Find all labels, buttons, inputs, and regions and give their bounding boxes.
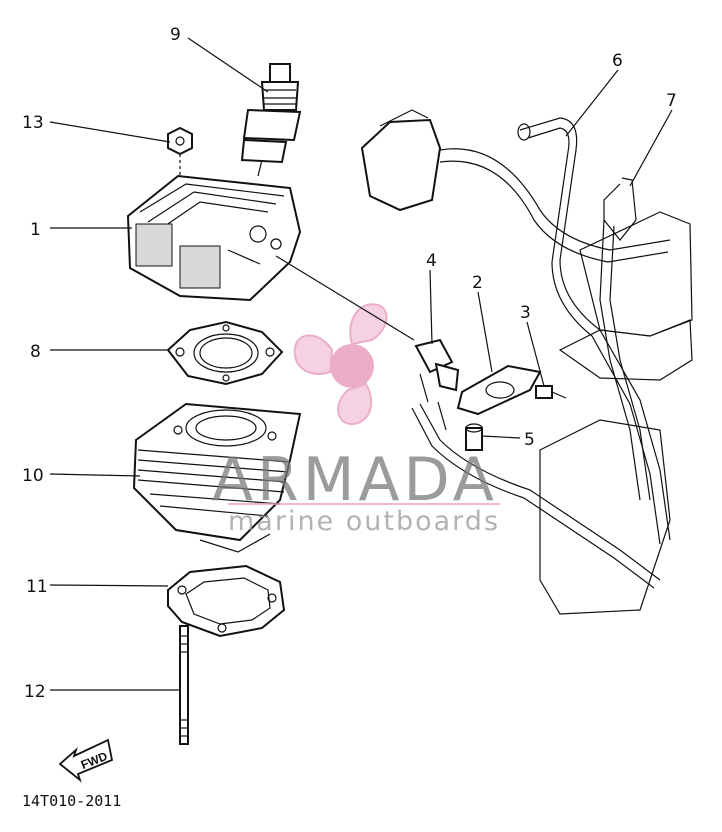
callout-4: 4 [426,251,437,271]
callout-3: 3 [520,303,531,323]
engine-block-part [360,109,693,615]
callout-7: 7 [666,91,677,111]
callout-13: 13 [22,113,44,133]
leader-lines [49,37,673,691]
cylinder-base-gasket-part [167,564,286,638]
hose-7-part [599,177,651,501]
callout-labels: 9 13 1 8 10 11 12 4 2 3 5 6 7 [22,25,677,702]
callout-5: 5 [524,430,535,450]
drawing-code: 14T010-2011 [22,792,121,810]
head-gasket-part [166,320,284,386]
watermark-tagline: marine outboards [228,506,500,537]
cylinder-head-part [126,174,302,302]
callout-9: 9 [170,25,181,45]
watermark: ARMADA marine outboards [212,445,500,537]
flange-gasket-part [456,364,542,416]
cylinder-part [132,402,302,553]
forward-arrow-icon: FWD [58,738,114,783]
fitting-part [414,338,460,403]
hose-6-part [517,117,671,545]
callout-10: 10 [22,466,44,486]
callout-11: 11 [26,577,48,597]
callout-2: 2 [472,273,483,293]
callout-12: 12 [24,682,46,702]
callout-6: 6 [612,51,623,71]
stud-bolt-part [179,625,189,745]
watermark-logo-icon [293,303,388,426]
nipple-part [465,423,483,451]
callout-8: 8 [30,342,41,362]
spark-plug-part [240,63,302,177]
fuel-line-part [411,148,671,589]
screw-part [535,385,567,399]
callout-1: 1 [30,220,41,240]
